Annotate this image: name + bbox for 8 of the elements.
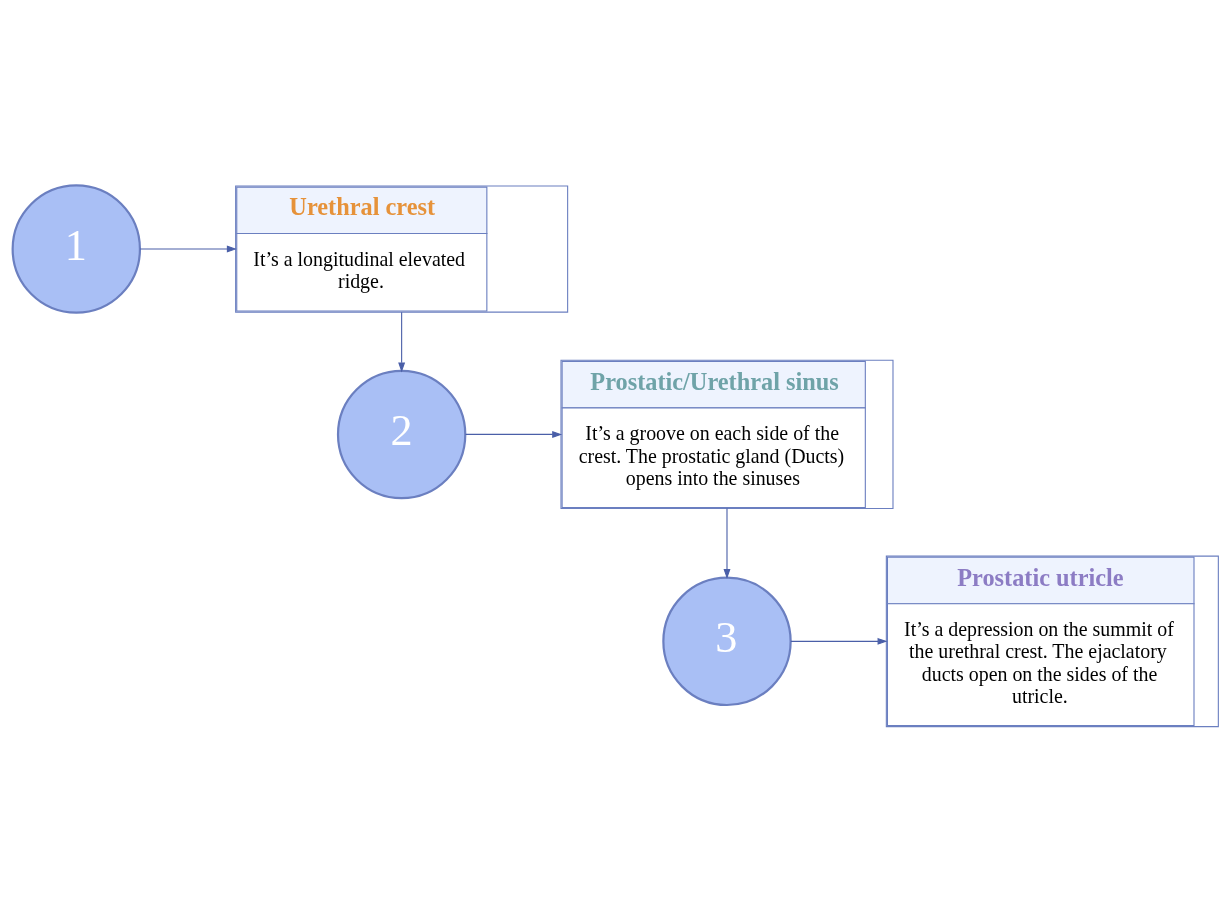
arrow [398,311,406,373]
node-circle: 3 [662,576,792,707]
arrow [464,430,563,438]
arrow [790,637,888,645]
node-circle: 1 [11,184,142,314]
node-circle: 2 [336,369,467,500]
arrow [139,245,237,253]
arrow [723,508,731,580]
